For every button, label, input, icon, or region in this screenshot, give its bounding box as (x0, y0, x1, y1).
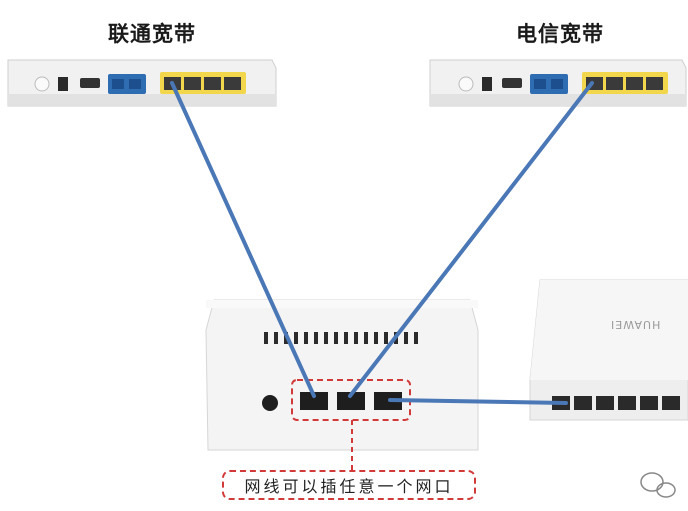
cable-right-modem-to-router (348, 81, 594, 398)
left-lan-ports (160, 72, 246, 94)
right-modem (429, 59, 687, 107)
router-lan-ports (300, 392, 402, 410)
right-lan-ports (582, 72, 668, 94)
router-power-jack (262, 395, 278, 411)
ports-note: 网线可以插任意一个网口 (222, 470, 476, 500)
left-modem (7, 59, 277, 107)
left-usb-port (80, 78, 100, 88)
cable-left-modem-to-router (170, 81, 316, 398)
router (205, 299, 479, 470)
switch-brand-label: HUAWEI (610, 318, 661, 331)
right-usb-port (502, 78, 522, 88)
right-power-button (458, 76, 474, 92)
left-power-button (34, 76, 50, 92)
cables (170, 81, 594, 405)
right-power-port (482, 77, 492, 91)
right-modem-label: 电信宽带 (516, 22, 604, 46)
left-modem-label: 联通宽带 (108, 22, 196, 46)
cable-router-to-switch (388, 398, 568, 405)
wechat-logo-icon (640, 472, 676, 498)
right-phone-ports (530, 74, 568, 94)
left-power-port (58, 77, 68, 91)
switch (529, 279, 688, 421)
left-phone-ports (108, 74, 146, 94)
